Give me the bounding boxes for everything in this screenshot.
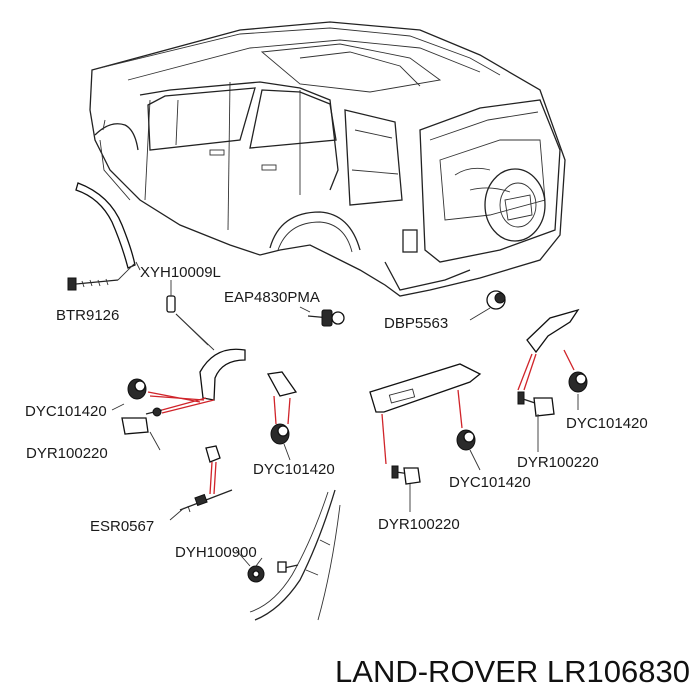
dyr-right-clip (517, 391, 555, 417)
label-eap4830pma: EAP4830PMA (224, 289, 320, 306)
small-clip (205, 445, 221, 463)
xyh10009l-clip (166, 280, 215, 351)
dyh100900-nut (247, 557, 299, 583)
label-dyc-left: DYC101420 (25, 403, 107, 420)
label-xyh10009l: XYH10009L (140, 264, 221, 281)
dyc-left-clip (127, 378, 147, 400)
btr9126-screw (67, 263, 135, 291)
dyc-center-clip (456, 429, 476, 451)
esr0567-fastener (169, 489, 233, 521)
part-title: LAND-ROVER LR106830 (335, 654, 690, 689)
label-esr0567: ESR0567 (90, 518, 154, 535)
label-dyc-center: DYC101420 (449, 474, 531, 491)
label-btr9126: BTR9126 (56, 307, 119, 324)
right-leader-lines (517, 349, 575, 391)
label-dyr-left: DYR100220 (26, 445, 108, 462)
vehicle-body (89, 21, 566, 297)
dyc-right-clip (568, 371, 588, 393)
label-dbp5563: DBP5563 (384, 315, 448, 332)
label-pointers (111, 261, 579, 567)
mid-leader-lines (273, 395, 291, 425)
label-dyc-mid: DYC101420 (253, 461, 335, 478)
dyc-mid-clip (270, 423, 290, 445)
eap4830pma-screw (299, 306, 345, 327)
dyr-left-clip (121, 407, 163, 435)
center-leader-lines (381, 389, 463, 465)
esr-leader-lines (209, 461, 217, 495)
right-moulding (526, 308, 580, 354)
label-dyc-right: DYC101420 (566, 415, 648, 432)
rear-arch-moulding (199, 348, 246, 401)
step-moulding (369, 363, 482, 413)
dyr-mid-clip (391, 465, 421, 485)
dbp5563-clip (469, 290, 506, 321)
mid-moulding (266, 371, 298, 397)
label-dyr-right: DYR100220 (517, 454, 599, 471)
label-dyr-mid: DYR100220 (378, 516, 460, 533)
mudflap (249, 489, 341, 621)
label-dyh100900: DYH100900 (175, 544, 257, 561)
left-leader-lines (147, 391, 215, 414)
